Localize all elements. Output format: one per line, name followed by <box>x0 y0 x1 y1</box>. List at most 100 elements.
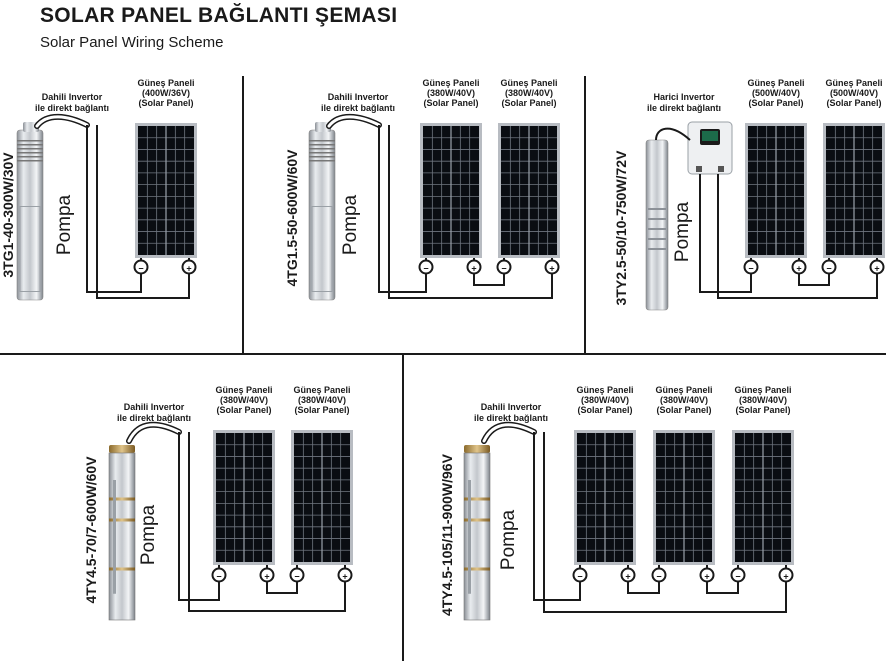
pump-grille <box>309 148 335 150</box>
panel-label-line: (Solar Panel) <box>423 98 478 108</box>
solar-panel <box>745 123 807 258</box>
panel-label-line: (Solar Panel) <box>735 405 790 415</box>
pump-body <box>108 452 136 621</box>
panel-label-line: Güneş Paneli <box>734 385 791 395</box>
pump-cable-core <box>482 423 536 443</box>
pump-grille <box>17 140 43 142</box>
pump-label-plate <box>19 206 41 292</box>
panel-label-line: Güneş Paneli <box>422 78 479 88</box>
pump-band <box>464 497 490 501</box>
inverter-label-line: ile direkt bağlantı <box>321 103 395 113</box>
minus-terminal-symbol: − <box>501 264 506 274</box>
inverter-label-line: ile direkt bağlantı <box>35 103 109 113</box>
positive-wire <box>188 432 346 612</box>
inverter-gland <box>696 166 702 172</box>
pump-cable-core <box>35 115 89 128</box>
negative-wire <box>533 432 581 601</box>
plus-terminal <box>791 259 807 275</box>
panel-label-line: Güneş Paneli <box>825 78 882 88</box>
pump-grille <box>648 208 666 210</box>
plus-terminal <box>778 567 794 583</box>
pump-model-label: 4TY4.5-105/11-900W/96V <box>439 453 455 616</box>
minus-terminal-symbol: − <box>294 572 299 582</box>
plus-terminal-symbol: + <box>264 572 269 582</box>
panel-label-line: (380W/40V) <box>739 395 787 405</box>
plus-terminal-symbol: + <box>796 264 801 274</box>
inverter-label-line: Dahili Invertor <box>42 92 103 102</box>
pump-model-label: 3TY2.5-50/10-750W/72V <box>613 150 629 306</box>
minus-terminal-symbol: − <box>735 572 740 582</box>
panel-label-line: Güneş Paneli <box>655 385 712 395</box>
plus-terminal-symbol: + <box>874 264 879 274</box>
pump-grille <box>648 248 666 250</box>
minus-terminal <box>289 567 305 583</box>
solar-panel <box>498 123 560 258</box>
pump-label-plate <box>311 206 333 292</box>
panel-label-line: (380W/40V) <box>505 88 553 98</box>
pump-grille <box>17 144 43 146</box>
pump-body <box>463 452 491 621</box>
panel-label-line: (400W/36V) <box>142 88 190 98</box>
panel-label-line: (Solar Panel) <box>656 405 711 415</box>
pump-grille <box>648 228 666 230</box>
pump-body <box>308 129 336 301</box>
pump-label: Pompa <box>138 504 159 565</box>
inverter-gland <box>718 166 724 172</box>
solar-panel <box>653 430 715 565</box>
pump-image <box>463 445 491 621</box>
plus-terminal-symbol: + <box>704 572 709 582</box>
panel-label-line: (Solar Panel) <box>216 405 271 415</box>
plus-terminal-symbol: + <box>625 572 630 582</box>
pump-inverter-cable <box>655 127 691 141</box>
plus-terminal <box>869 259 885 275</box>
pump-image <box>108 445 136 621</box>
pump-grille <box>648 218 666 220</box>
pump-top-cap <box>109 445 135 453</box>
plus-terminal <box>699 567 715 583</box>
inverter-screen <box>702 131 718 141</box>
minus-terminal-symbol: − <box>577 572 582 582</box>
page-subtitle: Solar Panel Wiring Scheme <box>40 34 224 51</box>
series-link <box>706 582 739 594</box>
negative-wire <box>86 125 142 293</box>
panel-label-line: (Solar Panel) <box>501 98 556 108</box>
solar-panel <box>291 430 353 565</box>
panel-label-line: (380W/40V) <box>298 395 346 405</box>
panel-label-line: (380W/40V) <box>427 88 475 98</box>
pump-cable-core <box>127 423 181 443</box>
pump-label: Pompa <box>672 201 693 262</box>
pump-body <box>16 129 44 301</box>
pump-label: Pompa <box>498 509 519 570</box>
minus-terminal-symbol: − <box>138 264 143 274</box>
pump-rod <box>468 480 471 594</box>
panel-label-line: Güneş Paneli <box>500 78 557 88</box>
plus-terminal-symbol: + <box>783 572 788 582</box>
inverter-label-line: ile direkt bağlantı <box>647 103 721 113</box>
pump-grille <box>309 140 335 142</box>
positive-wire <box>388 125 553 299</box>
pump-band <box>109 518 135 522</box>
panel-label-line: Güneş Paneli <box>293 385 350 395</box>
panel-label-line: (Solar Panel) <box>294 405 349 415</box>
pump-grille <box>648 238 666 240</box>
minus-terminal <box>418 259 434 275</box>
series-link <box>266 582 298 594</box>
pump-grille <box>17 160 43 162</box>
panel-label-line: Güneş Paneli <box>576 385 633 395</box>
positive-wire <box>543 432 787 613</box>
plus-terminal-symbol: + <box>186 264 191 274</box>
inverter-label-line: Harici Invertor <box>653 92 715 102</box>
inverter-label-line: Dahili Invertor <box>481 402 542 412</box>
plus-terminal <box>337 567 353 583</box>
solar-panel <box>420 123 482 258</box>
pump-rod <box>113 480 116 594</box>
minus-terminal-symbol: − <box>216 572 221 582</box>
plus-terminal <box>544 259 560 275</box>
pump-body <box>645 139 669 311</box>
minus-terminal <box>730 567 746 583</box>
plus-terminal <box>620 567 636 583</box>
solar-panel <box>732 430 794 565</box>
minus-terminal-symbol: − <box>423 264 428 274</box>
